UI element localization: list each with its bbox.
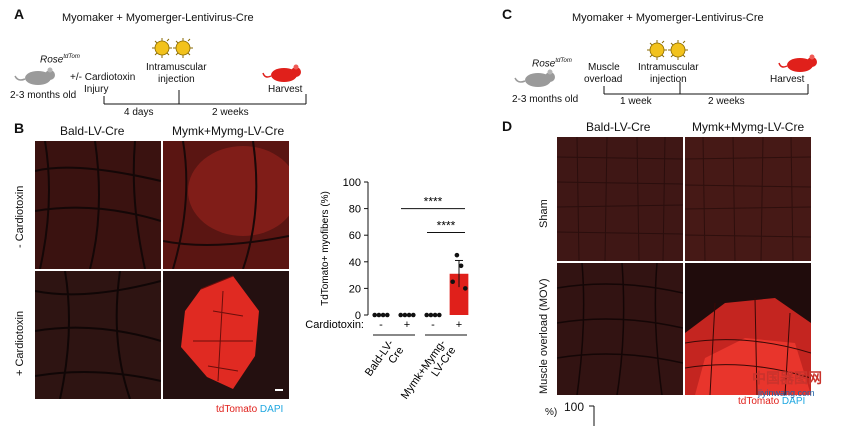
panel-d-legend: tdTomato DAPI: [738, 396, 805, 408]
data-point: [376, 312, 382, 318]
timeline-a: [103, 90, 307, 105]
data-point: [432, 312, 438, 318]
legend-d-tdtomato: tdTomato: [738, 396, 780, 407]
injection-line2: injection: [158, 74, 195, 85]
panel-c-title: Myomaker + Myomerger-Lentivirus-Cre: [572, 12, 764, 24]
panel-d-row2: Muscle overload (MOV): [538, 278, 550, 394]
panel-b-col2: Mymk+Mymg-LV-Cre: [172, 124, 285, 138]
data-point: [406, 312, 412, 318]
panel-e-axis-tick: 100: [564, 400, 585, 414]
data-point: [458, 263, 464, 269]
treatment-line2: Injury: [84, 84, 109, 95]
watermark-line1: 中国器图网: [752, 370, 822, 386]
treatment-c-line1: Muscle: [588, 62, 620, 73]
timeline-c: [603, 82, 809, 95]
y-tick-label: 0: [355, 310, 361, 322]
micrograph-mymk-plus: [162, 270, 290, 400]
panel-e-axis-line: [589, 405, 595, 426]
micrograph-bald-plus: [34, 270, 162, 400]
panel-e-axis-fragment: %): [545, 407, 558, 418]
panel-c-label: C: [502, 6, 513, 22]
panel-d-col2: Mymk+Mymg-LV-Cre: [692, 120, 805, 134]
mouse-genotype: RosetdTom: [40, 54, 80, 66]
legend-d-dapi: DAPI: [781, 396, 806, 407]
watermark-line2: jiyinwang.com: [758, 388, 815, 398]
legend-tdtomato: tdTomato: [216, 404, 258, 415]
category-label: -: [379, 319, 383, 331]
panel-b-row1: - Cardiotoxin: [14, 185, 26, 248]
category-label: -: [431, 319, 435, 331]
micrograph-mymk-minus: [162, 140, 290, 270]
y-axis-label: TdTomato+ myofibers (%): [320, 191, 331, 306]
data-point: [372, 312, 377, 318]
panel-b-label: B: [14, 120, 25, 136]
data-point: [398, 312, 403, 318]
row-label: Cardiotoxin:: [305, 319, 364, 331]
panel-b-row2: + Cardiotoxin: [14, 310, 26, 376]
panel-b-col1: Bald-LV-Cre: [60, 124, 125, 138]
mouse-icon: [14, 67, 55, 85]
harvest-mouse-icon-c: [778, 54, 817, 72]
data-point: [411, 312, 416, 318]
lentivirus-icon: [152, 38, 193, 58]
significance-label: ****: [437, 219, 456, 233]
interval-2weeks-c: 2 weeks: [708, 96, 745, 107]
panel-d-row1: Sham: [538, 199, 550, 228]
panel-a-label: A: [14, 6, 25, 22]
mouse-icon-c: [514, 69, 555, 87]
treatment-line1: +/- Cardiotoxin: [70, 72, 136, 83]
treatment-c-line2: overload: [584, 74, 623, 85]
data-point: [424, 312, 429, 318]
category-label: +: [456, 319, 462, 331]
panel-b-legend: tdTomato DAPI: [216, 404, 283, 416]
data-point: [402, 312, 408, 318]
interval-1week: 1 week: [620, 96, 652, 107]
y-tick-label: 20: [349, 283, 361, 295]
micrograph-d-bald-mov: [556, 262, 684, 396]
panel-a-title: Myomaker + Myomerger-Lentivirus-Cre: [62, 12, 254, 24]
group-label: Mymk+Mymg-LV-Cre: [399, 338, 459, 409]
panel-d-col1: Bald-LV-Cre: [586, 120, 651, 134]
group-label: Bald-LV-Cre: [363, 338, 407, 386]
bar: [449, 273, 469, 315]
y-tick-label: 40: [349, 257, 361, 269]
injection-c-line1: Intramuscular: [638, 62, 699, 73]
harvest-label: Harvest: [268, 84, 303, 95]
panel-d-label: D: [502, 118, 513, 134]
data-point: [454, 252, 460, 258]
interval-4days: 4 days: [124, 107, 154, 118]
y-tick-label: 60: [349, 230, 361, 242]
data-point: [428, 312, 434, 318]
injection-line1: Intramuscular: [146, 62, 207, 73]
micrograph-d-bald-sham: [556, 136, 684, 262]
data-point: [385, 312, 390, 318]
data-point: [463, 286, 468, 291]
data-point: [450, 279, 455, 285]
micrograph-d-mymk-mov: [684, 262, 812, 396]
y-tick-label: 80: [349, 204, 361, 216]
significance-label: ****: [424, 195, 443, 209]
mouse-genotype-c: RosetdTom: [532, 58, 572, 70]
harvest-mouse-icon: [262, 64, 301, 82]
micrograph-d-mymk-sham: [684, 136, 812, 262]
lentivirus-icon-c: [647, 40, 688, 60]
mouse-age: 2-3 months old: [10, 90, 77, 101]
micrograph-bald-minus: [34, 140, 162, 270]
mouse-age-c: 2-3 months old: [512, 94, 579, 105]
data-point: [437, 312, 442, 318]
harvest-label-c: Harvest: [770, 74, 805, 85]
y-tick-label: 100: [343, 177, 361, 189]
injection-c-line2: injection: [650, 74, 687, 85]
category-label: +: [404, 319, 410, 331]
legend-dapi: DAPI: [259, 404, 284, 415]
data-point: [380, 312, 386, 318]
interval-2weeks-a: 2 weeks: [212, 107, 249, 118]
